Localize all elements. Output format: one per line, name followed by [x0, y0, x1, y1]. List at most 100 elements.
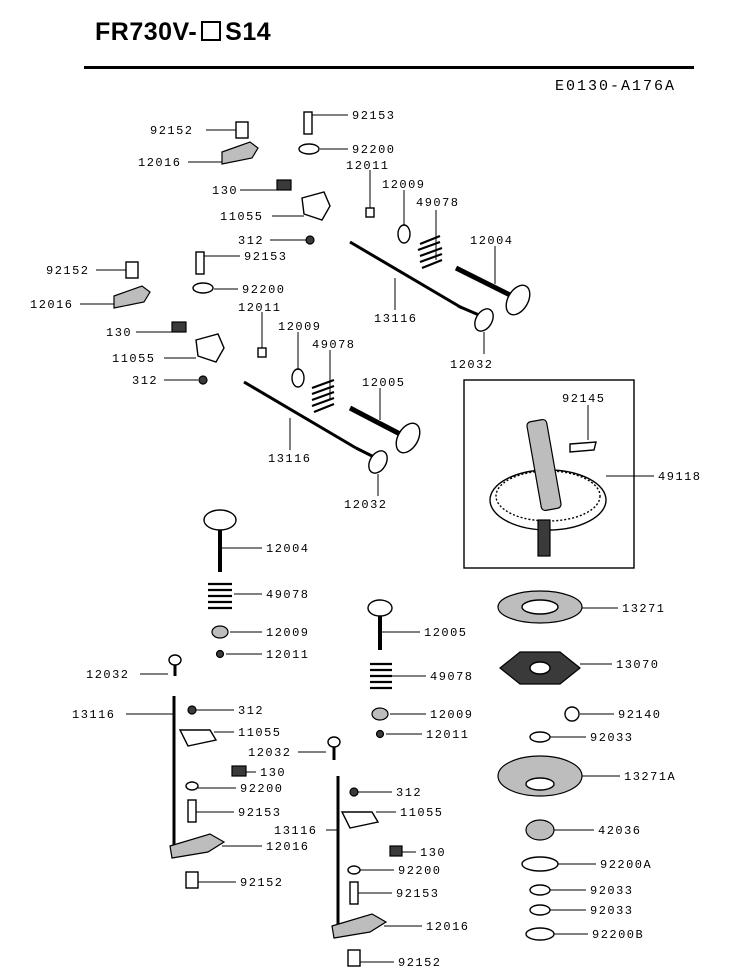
model-prefix: FR730V- — [95, 18, 198, 46]
callout: 12009 — [382, 178, 426, 192]
callout: 12005 — [362, 376, 406, 390]
callout: 92153 — [396, 887, 440, 901]
bolt-part — [171, 321, 187, 333]
guide-part — [178, 729, 218, 747]
nut-part — [187, 705, 197, 715]
callout: 11055 — [400, 806, 444, 820]
callout: 92200 — [352, 143, 396, 157]
valve-cap-part — [365, 207, 375, 218]
camshaft-frame — [463, 379, 635, 569]
washer-a-part — [521, 856, 559, 872]
callout: 12016 — [30, 298, 74, 312]
nut-part — [305, 235, 315, 245]
callout: 12032 — [344, 498, 388, 512]
callout: 49078 — [312, 338, 356, 352]
callout: 49078 — [430, 670, 474, 684]
callout: 12032 — [86, 668, 130, 682]
callout: 13116 — [374, 312, 418, 326]
nut-part — [198, 375, 208, 385]
push-rod-guide-part — [301, 191, 331, 221]
callout: 12011 — [346, 159, 390, 173]
callout: 49078 — [266, 588, 310, 602]
valve-spring-part — [208, 582, 232, 610]
callout: 312 — [238, 234, 264, 248]
washer-part — [298, 143, 320, 155]
callout: 11055 — [112, 352, 156, 366]
clip-part — [529, 904, 551, 916]
callout: 130 — [260, 766, 286, 780]
callout: 12004 — [266, 542, 310, 556]
washer-b-part — [525, 927, 555, 941]
callout: 92033 — [590, 904, 634, 918]
camshaft-part — [526, 418, 562, 512]
callout: 49078 — [416, 196, 460, 210]
callout: 11055 — [220, 210, 264, 224]
callout: 13116 — [274, 824, 318, 838]
callout: 130 — [420, 846, 446, 860]
callout: 13116 — [72, 708, 116, 722]
callout: 92033 — [590, 731, 634, 745]
callout: 312 — [132, 374, 158, 388]
callout: 92152 — [240, 876, 284, 890]
sleeve-part — [525, 819, 555, 841]
callout: 12016 — [266, 840, 310, 854]
rocker-arm-part — [169, 833, 226, 859]
valve-seat-part — [371, 707, 389, 721]
callout: 92200 — [242, 283, 286, 297]
cap-part — [375, 729, 385, 739]
camshaft-end-part — [537, 519, 551, 557]
rocker-arm-part — [331, 913, 388, 939]
valve-head-part — [367, 599, 393, 617]
callout: 92200 — [240, 782, 284, 796]
stud-part — [187, 799, 197, 823]
callout: 92145 — [562, 392, 606, 406]
callout: 12011 — [266, 648, 310, 662]
valve-head-part — [203, 509, 237, 531]
valve-spring-part — [370, 662, 392, 690]
tappet-part — [168, 654, 182, 666]
valve-spring-part — [417, 234, 443, 270]
spring-clip-part — [569, 441, 597, 453]
washer-part — [347, 865, 361, 875]
push-rod-part — [349, 240, 463, 310]
valve-seal-part — [291, 368, 305, 388]
bolt-part — [389, 845, 403, 857]
clip-part — [529, 884, 551, 896]
callout: 92152 — [46, 264, 90, 278]
bolt-part — [231, 765, 247, 777]
callout: 312 — [396, 786, 422, 800]
callout: 92152 — [150, 124, 194, 138]
push-rod-part — [243, 380, 357, 450]
tappet-part — [327, 736, 341, 748]
nut-part — [349, 787, 359, 797]
callout: 13116 — [268, 452, 312, 466]
bolt-part — [276, 179, 292, 191]
callout: 12009 — [430, 708, 474, 722]
callout: 42036 — [598, 824, 642, 838]
valve-seal-part — [397, 224, 411, 244]
stud-part — [349, 881, 359, 905]
callout: 312 — [238, 704, 264, 718]
valve-spring-part — [311, 378, 335, 414]
callout: 13271 — [622, 602, 666, 616]
model-suffix: S14 — [225, 18, 272, 46]
cap-part — [215, 649, 225, 659]
callout: 92033 — [590, 884, 634, 898]
guide-part — [340, 811, 380, 829]
camshaft-box — [463, 379, 654, 569]
checkbox-symbol — [201, 21, 222, 41]
tappet-part — [474, 308, 494, 332]
rocker-stud-nut-part — [125, 261, 139, 279]
rocker-stud-part — [195, 251, 205, 275]
page-title: FR730V- S14 — [95, 18, 271, 47]
title-rule — [84, 66, 694, 69]
callout: 92200 — [398, 864, 442, 878]
callout: 130 — [212, 184, 238, 198]
loose-valve-2 — [367, 599, 426, 739]
valve-head-part — [395, 422, 421, 454]
valve-stem-part — [454, 265, 514, 299]
tappet-part — [368, 450, 388, 474]
lower-rocker-assembly-1 — [126, 654, 262, 889]
ball-part — [564, 706, 580, 722]
rocker-arm-part — [221, 141, 259, 165]
